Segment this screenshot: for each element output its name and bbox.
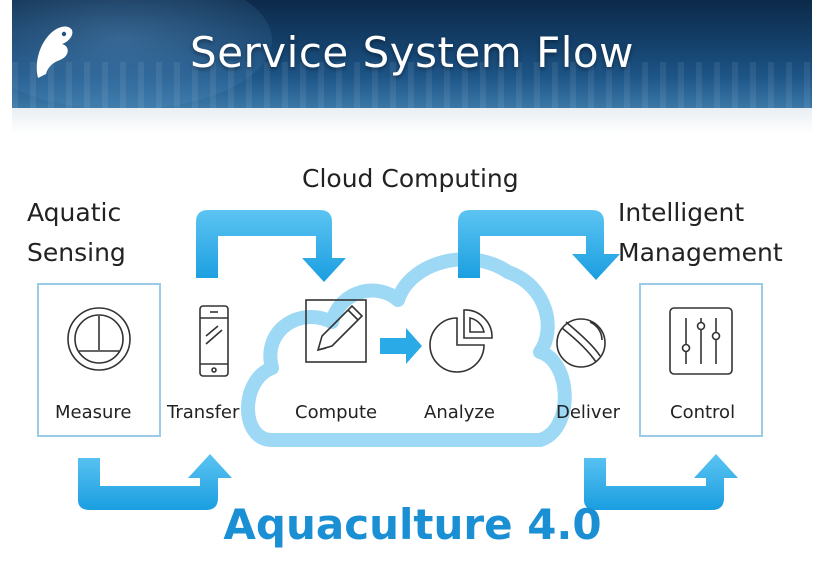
sliders-icon (669, 307, 733, 375)
group-label-intelligent: Intelligent (618, 198, 745, 227)
sensing-box (37, 283, 161, 437)
management-box (639, 283, 763, 437)
arrow-analyze-to-deliver (458, 210, 620, 280)
pie-chart-icon (429, 309, 493, 373)
footer-title: Aquaculture 4.0 (223, 500, 602, 549)
group-label-aquatic: Aquatic (27, 198, 122, 227)
header-banner: Service System Flow (12, 0, 812, 108)
arrow-deliver-to-control (584, 454, 738, 510)
step-label-transfer: Transfer (167, 402, 240, 423)
group-label-management: Management (618, 238, 783, 267)
pencil-icon (305, 299, 367, 363)
step-label-deliver: Deliver (556, 402, 621, 423)
gauge-icon (67, 307, 131, 371)
step-label-measure: Measure (55, 402, 132, 423)
header-shadow-strip (12, 108, 812, 134)
smartphone-icon (199, 305, 229, 377)
group-label-sensing: Sensing (27, 238, 126, 267)
arrow-measure-to-transfer (78, 454, 232, 510)
arrow-compute-to-analyze (380, 328, 422, 364)
fish-logo-icon (36, 26, 73, 78)
globe-icon (556, 318, 606, 368)
step-label-control: Control (670, 402, 736, 423)
group-label-cloud-computing: Cloud Computing (302, 164, 519, 193)
step-label-compute: Compute (295, 402, 378, 423)
step-label-analyze: Analyze (424, 402, 495, 423)
banner-water-texture (12, 62, 812, 108)
arrow-transfer-to-compute (196, 210, 346, 282)
page-title: Service System Flow (190, 28, 634, 77)
